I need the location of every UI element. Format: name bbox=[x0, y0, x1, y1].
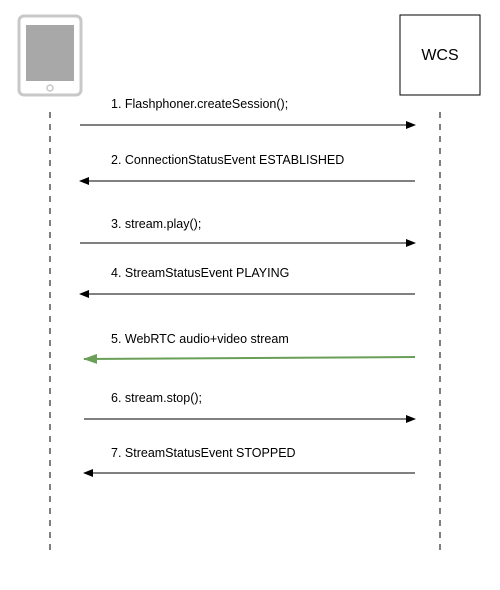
stream-arrow bbox=[83, 353, 416, 364]
message-label: 4. StreamStatusEvent PLAYING bbox=[111, 266, 289, 280]
message-label: 3. stream.play(); bbox=[111, 217, 201, 231]
client-participant bbox=[17, 14, 83, 97]
tablet-icon bbox=[17, 14, 83, 97]
server-label: WCS bbox=[421, 47, 458, 64]
server-box bbox=[399, 14, 481, 96]
server-participant: WCS bbox=[399, 14, 481, 96]
message-label: 2. ConnectionStatusEvent ESTABLISHED bbox=[111, 153, 344, 167]
message-label: 6. stream.stop(); bbox=[111, 391, 202, 405]
message-label: 5. WebRTC audio+video stream bbox=[111, 332, 289, 346]
message-label: 1. Flashphoner.createSession(); bbox=[111, 97, 288, 111]
message-label: 7. StreamStatusEvent STOPPED bbox=[111, 446, 296, 460]
messages-group: 1. Flashphoner.createSession(); 2. Conne… bbox=[79, 97, 416, 477]
